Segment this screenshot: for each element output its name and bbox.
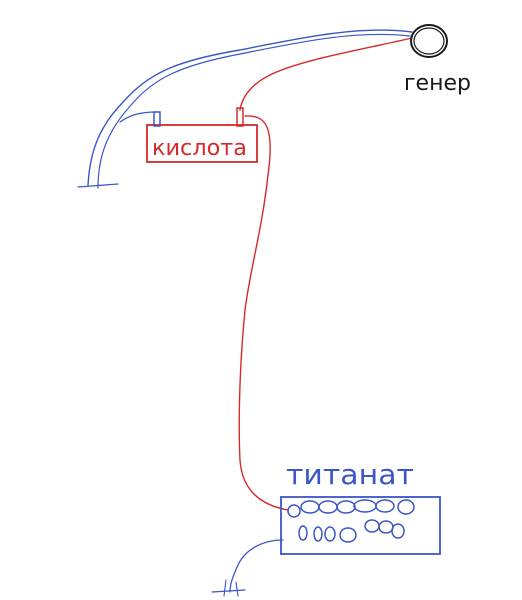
titanate-pellets xyxy=(287,499,415,543)
ground-end-left xyxy=(77,183,119,188)
titanate-container: титанат xyxy=(280,458,441,555)
acid-label: кислота xyxy=(152,136,247,161)
red-wire-generator-to-acid xyxy=(239,37,413,111)
acid-container: кислота xyxy=(146,107,258,163)
generator: генер xyxy=(404,24,471,96)
ground-end-bottom-tick xyxy=(223,579,239,597)
ground-end-bottom xyxy=(211,589,246,593)
titanate-box xyxy=(280,496,441,555)
generator-label: генер xyxy=(404,71,471,96)
acid-box xyxy=(146,124,258,163)
titanate-label: титанат xyxy=(286,458,414,491)
blue-wire-generator-to-ground xyxy=(87,29,413,186)
acid-left-terminal xyxy=(153,111,161,127)
blue-wire-acid-terminal xyxy=(119,111,157,123)
blue-wire-titanate-to-ground xyxy=(229,539,284,593)
red-wire-acid-to-titanate xyxy=(238,115,289,511)
acid-right-terminal xyxy=(236,107,244,127)
generator-icon xyxy=(410,24,448,58)
blue-wire-generator-to-ground-strand xyxy=(97,33,411,189)
